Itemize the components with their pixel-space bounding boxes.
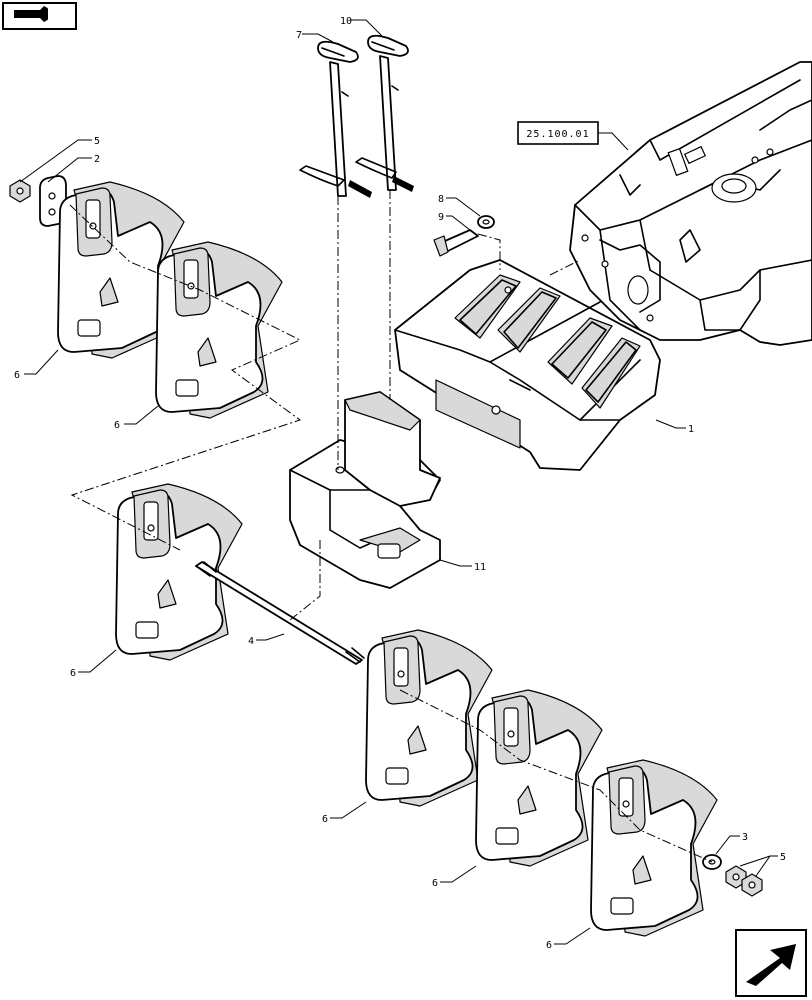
callout-6-e: 6 (432, 878, 438, 889)
weight-carrier (394, 259, 661, 471)
nut-5-lower-a (725, 865, 747, 889)
callout-3: 3 (742, 832, 748, 843)
assembly-line-bracket (289, 540, 321, 621)
pin-10 (355, 34, 414, 192)
callout-6-b: 6 (114, 420, 120, 431)
bolt-9 (433, 229, 479, 257)
callout-6-d: 6 (322, 814, 328, 825)
callout-7: 7 (296, 30, 302, 41)
callout-5-upper: 5 (94, 136, 100, 147)
washer-8 (477, 215, 495, 229)
weight-6-f (590, 759, 718, 937)
next-page-arrow-icon (735, 929, 807, 997)
callout-8: 8 (438, 194, 444, 205)
weight-6-e (475, 689, 603, 867)
callout-6-c: 6 (70, 668, 76, 679)
assembly-line-frame (549, 259, 581, 276)
callout-1: 1 (688, 424, 694, 435)
nut-5-upper (9, 179, 31, 203)
callout-11: 11 (474, 562, 486, 573)
pin-7 (299, 40, 372, 198)
weight-6-c (115, 483, 243, 661)
callout-4: 4 (248, 636, 254, 647)
assembly-line-lower (399, 689, 713, 863)
callout-6-f: 6 (546, 940, 552, 951)
assembly-line-upper (69, 204, 302, 551)
callout-5-lower: 5 (780, 852, 786, 863)
callout-2: 2 (94, 154, 100, 165)
assembly-line-bolt (477, 233, 501, 270)
weight-6-b (155, 241, 283, 419)
nut-5-lower-b (741, 873, 763, 897)
book-hand-icon (2, 2, 77, 30)
weight-6-d (365, 629, 493, 807)
bracket-11 (289, 391, 441, 589)
reference-number: 25.100.01 (526, 129, 589, 140)
tie-rod-4 (195, 561, 365, 665)
callout-10: 10 (340, 16, 352, 27)
callout-9: 9 (438, 212, 444, 223)
axle-support-frame (569, 61, 812, 346)
callout-6-a: 6 (14, 370, 20, 381)
